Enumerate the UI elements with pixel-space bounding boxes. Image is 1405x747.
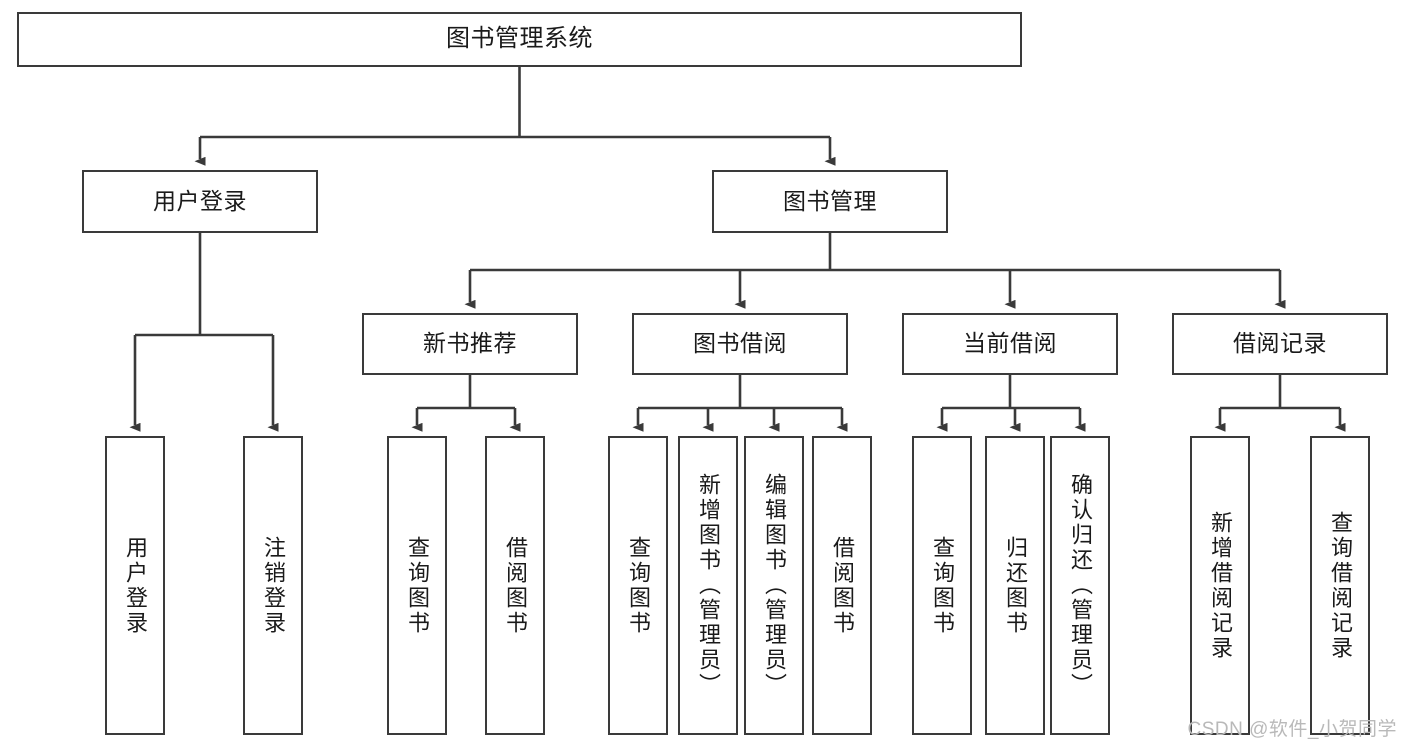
node-label: 借阅图书	[829, 535, 855, 636]
node-root-system[interactable]: 图书管理系统	[17, 12, 1022, 67]
node-book-borrow[interactable]: 图书借阅	[632, 313, 848, 375]
leaf-query-book-3[interactable]: 查询图书	[912, 436, 972, 735]
node-current-borrow[interactable]: 当前借阅	[902, 313, 1118, 375]
node-label: 新增图书（管理员）	[695, 473, 721, 698]
node-label: 归还图书	[1002, 535, 1028, 636]
node-label: 查询图书	[404, 535, 430, 636]
leaf-logout[interactable]: 注销登录	[243, 436, 303, 735]
node-label: 图书管理系统	[446, 25, 593, 53]
leaf-query-book-1[interactable]: 查询图书	[387, 436, 447, 735]
node-label: 确认归还（管理员）	[1067, 473, 1093, 698]
node-new-book-recommend[interactable]: 新书推荐	[362, 313, 578, 375]
leaf-query-borrow-record[interactable]: 查询借阅记录	[1310, 436, 1370, 735]
node-label: 查询图书	[929, 535, 955, 636]
leaf-confirm-return-admin[interactable]: 确认归还（管理员）	[1050, 436, 1110, 735]
node-label: 查询借阅记录	[1327, 510, 1353, 661]
node-label: 图书管理	[783, 187, 877, 214]
leaf-query-book-2[interactable]: 查询图书	[608, 436, 668, 735]
leaf-add-borrow-record[interactable]: 新增借阅记录	[1190, 436, 1250, 735]
node-label: 借阅记录	[1233, 330, 1327, 357]
node-label: 当前借阅	[963, 330, 1057, 357]
leaf-borrow-book-2[interactable]: 借阅图书	[812, 436, 872, 735]
node-label: 用户登录	[153, 187, 247, 214]
leaf-add-book-admin[interactable]: 新增图书（管理员）	[678, 436, 738, 735]
leaf-user-login[interactable]: 用户登录	[105, 436, 165, 735]
node-label: 注销登录	[260, 535, 286, 636]
node-label: 编辑图书（管理员）	[761, 473, 787, 698]
node-label: 新增借阅记录	[1207, 510, 1233, 661]
node-label: 新书推荐	[423, 330, 517, 357]
watermark-credit: CSDN @软件_小贺同学	[1187, 719, 1397, 740]
node-borrow-records[interactable]: 借阅记录	[1172, 313, 1388, 375]
node-user-login[interactable]: 用户登录	[82, 170, 318, 233]
node-label: 查询图书	[625, 535, 651, 636]
node-label: 用户登录	[122, 535, 148, 636]
node-label: 图书借阅	[693, 330, 787, 357]
leaf-return-book[interactable]: 归还图书	[985, 436, 1045, 735]
node-label: 借阅图书	[502, 535, 528, 636]
leaf-borrow-book-1[interactable]: 借阅图书	[485, 436, 545, 735]
node-book-management[interactable]: 图书管理	[712, 170, 948, 233]
leaf-edit-book-admin[interactable]: 编辑图书（管理员）	[744, 436, 804, 735]
